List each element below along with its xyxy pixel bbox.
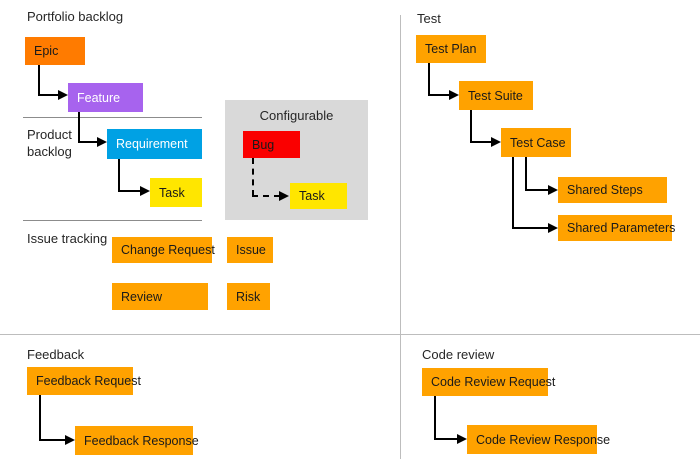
- section-separator: [23, 220, 202, 221]
- node-feature: Feature: [68, 83, 143, 112]
- section-heading-configurable: Configurable: [259, 108, 334, 123]
- connector-line: [38, 65, 40, 95]
- connector-line: [39, 395, 41, 441]
- connector-line: [428, 63, 430, 96]
- node-shared-parameters: Shared Parameters: [558, 215, 675, 241]
- section-heading-feedback: Feedback: [27, 347, 85, 362]
- quadrant-divider-vertical: [400, 15, 401, 459]
- arrowhead-icon: [279, 191, 289, 201]
- connector-line: [470, 110, 472, 143]
- node-change-request: Change Request: [112, 237, 215, 263]
- connector-line: [470, 141, 492, 143]
- arrowhead-icon: [491, 137, 501, 147]
- quadrant-divider-horizontal: [0, 334, 700, 335]
- node-requirement: Requirement: [107, 129, 202, 159]
- connector-line: [38, 94, 60, 96]
- node-test-plan: Test Plan: [416, 35, 486, 63]
- arrowhead-icon: [548, 185, 558, 195]
- node-code-review-request: Code Review Request: [422, 368, 555, 396]
- node-shared-steps: Shared Steps: [558, 177, 667, 203]
- arrowhead-icon: [65, 435, 75, 445]
- node-test-case: Test Case: [501, 128, 571, 157]
- connector-line: [78, 141, 99, 143]
- connector-line: [434, 396, 436, 440]
- connector-line: [39, 439, 66, 441]
- node-review: Review: [112, 283, 208, 310]
- node-feedback-response: Feedback Response: [75, 426, 199, 455]
- node-epic: Epic: [25, 37, 85, 65]
- node-bug: Bug: [243, 131, 300, 158]
- node-issue: Issue: [227, 237, 273, 263]
- connector-line: [118, 190, 141, 192]
- connector-line: [434, 438, 458, 440]
- arrowhead-icon: [58, 90, 68, 100]
- connector-line: [512, 157, 514, 229]
- node-task: Task: [150, 178, 202, 207]
- arrowhead-icon: [97, 137, 107, 147]
- connector-line: [525, 157, 527, 191]
- connector-line: [428, 94, 450, 96]
- node-config-task: Task: [290, 183, 347, 209]
- connector-line: [512, 227, 549, 229]
- section-heading-portfolio-backlog: Portfolio backlog: [27, 9, 124, 24]
- arrowhead-icon: [140, 186, 150, 196]
- node-code-review-response: Code Review Response: [467, 425, 610, 454]
- node-test-suite: Test Suite: [459, 81, 533, 110]
- connector-line: [252, 158, 254, 196]
- section-heading-test: Test: [417, 11, 441, 26]
- connector-line: [118, 159, 120, 191]
- node-feedback-request: Feedback Request: [27, 367, 141, 395]
- arrowhead-icon: [548, 223, 558, 233]
- node-risk: Risk: [227, 283, 270, 310]
- section-heading-issue-tracking: Issue tracking: [27, 231, 108, 246]
- connector-line: [525, 189, 549, 191]
- arrowhead-icon: [457, 434, 467, 444]
- section-separator: [23, 117, 202, 118]
- connector-line: [78, 112, 80, 143]
- section-heading-code-review: Code review: [422, 347, 495, 362]
- connector-line: [252, 195, 280, 197]
- section-heading-product-backlog: Product backlog: [27, 127, 72, 159]
- arrowhead-icon: [449, 90, 459, 100]
